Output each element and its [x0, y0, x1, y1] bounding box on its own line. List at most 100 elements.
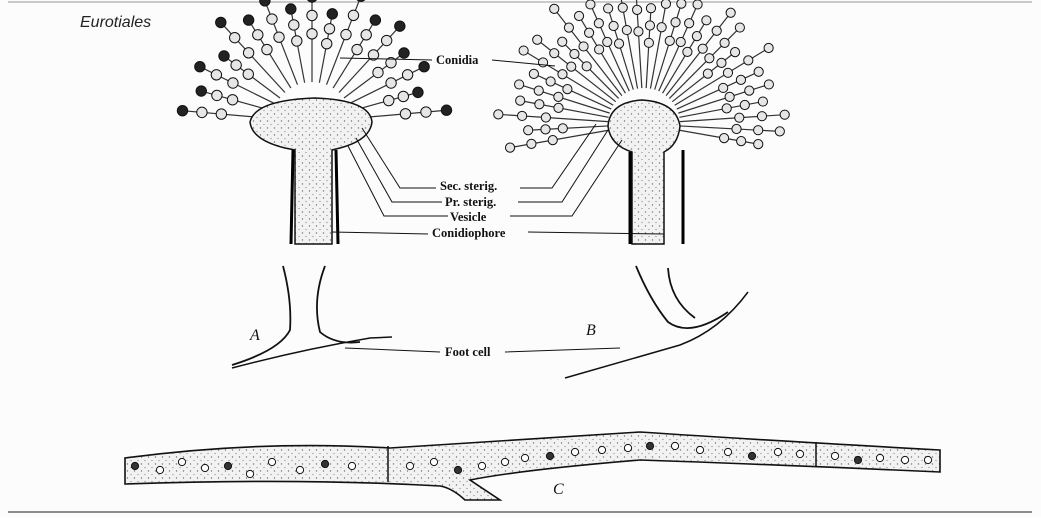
conidiophore-b-conidium	[677, 0, 686, 8]
label-conidiophore: Conidiophore	[432, 226, 506, 240]
vacuole	[831, 452, 838, 459]
conidiophore-b-conidium	[780, 110, 789, 119]
conidiophore-b-conidium	[633, 5, 642, 14]
conidiophore-b-conidium	[535, 100, 544, 109]
conidiophore-a-conidium	[441, 105, 451, 115]
vacuole	[796, 450, 803, 457]
conidiophore-b-sterigma	[679, 130, 758, 144]
conidiophore-a-conidium	[253, 30, 263, 40]
conidiophore-b-conidium	[683, 47, 692, 56]
conidiophore-a-conidium	[292, 36, 302, 46]
conidiophore-a-conidium	[400, 109, 410, 119]
conidiophore-b-conidium	[586, 0, 595, 9]
conidiophore-a-conidium	[419, 62, 429, 72]
conidiophore-b-conidium	[518, 111, 527, 120]
conidiophore-a-conidium	[370, 15, 380, 25]
conidiophore-b-conidium	[754, 67, 763, 76]
conidiophore-a-conidium	[413, 87, 423, 97]
conidiophore-b-conidium	[671, 18, 680, 27]
conidiophore-b-conidium	[758, 97, 767, 106]
conidiophore-b-sterigma	[659, 4, 698, 91]
conidiophore-b-conidium	[618, 3, 627, 12]
vacuole	[224, 462, 231, 469]
conidiophore-b-sterigma	[646, 8, 651, 88]
conidiophore-a-conidium	[307, 10, 317, 20]
conidiophore-b-conidium	[529, 69, 538, 78]
conidiophore-b-conidium	[614, 39, 623, 48]
conidiophore-b-conidium	[494, 110, 503, 119]
conidiophore-b-conidium	[534, 86, 543, 95]
conidiophore-a-conidium	[289, 20, 299, 30]
conidiophore-a-conidium	[195, 62, 205, 72]
conidiophore-b-conidium	[634, 27, 643, 36]
vacuole	[501, 458, 508, 465]
conidiophore-b-conidium	[676, 37, 685, 46]
conidiophore-b-conidium	[722, 104, 731, 113]
vacuole	[748, 452, 755, 459]
conidiophore-a-conidium	[231, 60, 241, 70]
conidiophore-a-conidium	[395, 21, 405, 31]
conidiophore-b-conidium	[661, 0, 670, 8]
conidiophore-b-conidium	[712, 26, 721, 35]
conidiophore-b-conidium	[558, 37, 567, 46]
conidiophore-a-conidium	[216, 17, 226, 27]
conidiophore-a-conidium	[386, 78, 396, 88]
conidiophore-a-conidium	[230, 32, 240, 42]
panel-label-a: A	[249, 327, 260, 344]
hypha-c-body	[125, 432, 940, 500]
vacuole	[406, 462, 413, 469]
vacuole	[321, 460, 328, 467]
label-sec-sterig: Sec. sterig.	[440, 179, 497, 193]
conidiophore-a-conidium	[384, 95, 394, 105]
conidiophore-b-conidium	[775, 127, 784, 136]
conidiophore-b-conidium	[604, 4, 613, 13]
conidiophore-b-conidium	[745, 86, 754, 95]
label-vesicle: Vesicle	[450, 210, 487, 224]
label-pr-sterig: Pr. sterig.	[445, 195, 496, 209]
vacuole	[696, 446, 703, 453]
conidiophore-b-conidium	[732, 124, 741, 133]
conidiophore-a-conidium	[286, 4, 296, 14]
conidiophore-b-conidium	[726, 8, 735, 17]
conidiophore-b-conidium	[757, 112, 766, 121]
conidiophore-a-conidium	[373, 67, 383, 77]
conidiophore-b-conidium	[644, 38, 653, 47]
vesicle-a	[250, 98, 372, 244]
vacuole	[201, 464, 208, 471]
conidiophore-a-conidium	[243, 69, 253, 79]
conidiophore-b-conidium	[735, 23, 744, 32]
conidiophore-a-conidium	[219, 51, 229, 61]
conidiophore-b-conidium	[703, 69, 712, 78]
conidiophore-b-conidium	[563, 85, 572, 94]
vacuole	[131, 462, 138, 469]
conidiophore-b-conidium	[720, 38, 729, 47]
conidiophore-a-conidium	[381, 35, 391, 45]
vacuole	[478, 462, 485, 469]
vacuole	[296, 466, 303, 473]
conidiophore-a-conidium	[260, 0, 270, 6]
conidiophore-a-conidium	[327, 9, 337, 19]
panel-label-b: B	[586, 322, 596, 339]
conidiophore-b-conidium	[646, 4, 655, 13]
conidiophore-b-conidium	[737, 137, 746, 146]
conidiophore-b-conidium	[546, 77, 555, 86]
vacuole	[546, 452, 553, 459]
vacuole	[876, 454, 883, 461]
vacuole	[624, 444, 631, 451]
conidiophore-b-conidium	[764, 80, 773, 89]
conidiophore-b-conidium	[693, 0, 702, 9]
conidiophore-b-conidium	[719, 134, 728, 143]
conidiophore-a-conidium	[228, 78, 238, 88]
conidiophore-a-conidium	[402, 70, 412, 80]
conidiophore-b-conidium	[754, 126, 763, 135]
conidiophore-b-conidium	[685, 19, 694, 28]
conidiophore-b-conidium	[719, 83, 728, 92]
conidiophore-b-conidium	[764, 43, 773, 52]
vacuole	[646, 442, 653, 449]
conidiophore-b-conidium	[730, 48, 739, 57]
conidiophore-a-conidium	[341, 29, 351, 39]
conidiophore-a-conidium	[321, 38, 331, 48]
vacuole	[246, 470, 253, 477]
conidiophore-b-conidium	[567, 62, 576, 71]
vacuole	[854, 456, 861, 463]
